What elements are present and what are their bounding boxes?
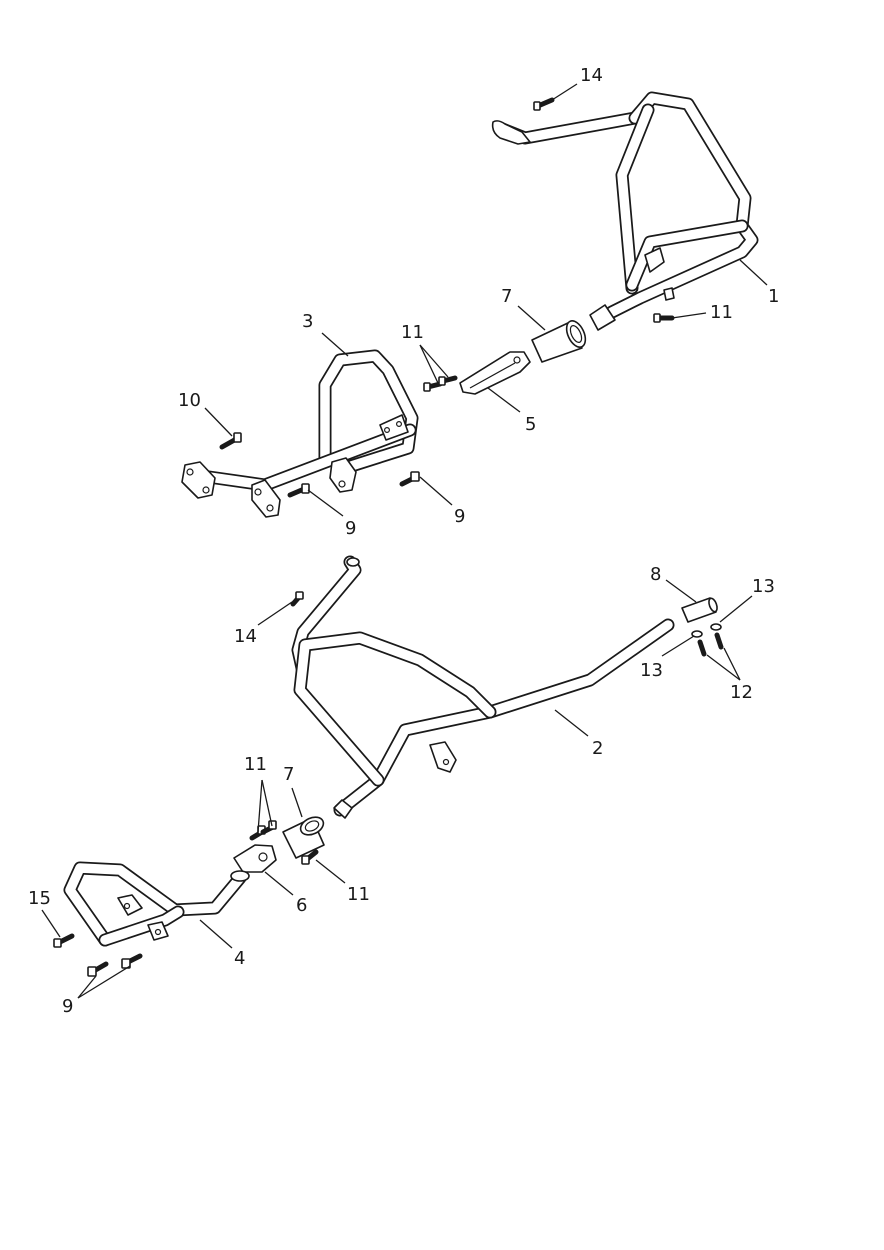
callout-1: 1 <box>768 286 779 307</box>
bolt-9-lower-pair <box>87 953 143 977</box>
callout-9-upper-left: 9 <box>345 518 356 539</box>
part-2-lower-crash-bar <box>291 555 675 819</box>
bolt-9-upper-right <box>399 471 420 487</box>
callout-labels: 1 2 3 4 5 6 7 7 8 9 9 9 10 11 11 11 11 1… <box>28 65 779 1017</box>
callout-11-upper-right: 11 <box>710 302 733 323</box>
callout-12: 12 <box>730 682 753 703</box>
bolt-14-lower <box>290 591 304 607</box>
bolt-15 <box>53 933 75 948</box>
part-6-lower-bracket <box>233 844 277 873</box>
callout-5: 5 <box>525 414 536 435</box>
part-7-lower-sleeve <box>282 816 325 859</box>
callout-13-upper: 13 <box>752 576 775 597</box>
callout-9-lower: 9 <box>62 996 73 1017</box>
bolt-11-upper-right <box>653 313 675 323</box>
callout-3: 3 <box>302 311 313 332</box>
callout-13-lower: 13 <box>640 660 663 681</box>
part-7-upper-sleeve <box>531 320 587 363</box>
bolt-9-upper-left <box>287 483 310 498</box>
bolt-11-upper-left-pair <box>423 375 458 392</box>
callout-2: 2 <box>592 738 603 759</box>
callout-4: 4 <box>234 948 245 969</box>
callout-15: 15 <box>28 888 51 909</box>
part-3-upper-left-crash-bar <box>181 349 419 518</box>
callout-10: 10 <box>178 390 201 411</box>
callout-7-lower: 7 <box>283 764 294 785</box>
part-4-lower-left-bar <box>63 861 250 947</box>
callout-14-lower: 14 <box>234 626 257 647</box>
callout-11-lower-left: 11 <box>244 754 267 775</box>
part-12-screws <box>697 632 724 657</box>
part-8-end-cap <box>681 597 718 623</box>
callout-7-upper: 7 <box>501 286 512 307</box>
bolt-11-lower-right <box>301 849 319 865</box>
bolt-14-upper <box>533 97 555 111</box>
callout-14-upper: 14 <box>580 65 603 86</box>
callout-9-upper-right: 9 <box>454 506 465 527</box>
callout-8: 8 <box>650 564 661 585</box>
part-1-upper-right-crash-bar <box>491 91 759 331</box>
bolt-11-lower-pair <box>249 820 277 841</box>
callout-11-lower-right: 11 <box>347 884 370 905</box>
part-5-upper-bracket <box>459 351 531 395</box>
part-13-washers <box>691 623 722 638</box>
callout-11-upper-left: 11 <box>401 322 424 343</box>
callout-6: 6 <box>296 895 307 916</box>
bolt-10 <box>219 432 242 450</box>
leader-lines <box>41 83 768 999</box>
